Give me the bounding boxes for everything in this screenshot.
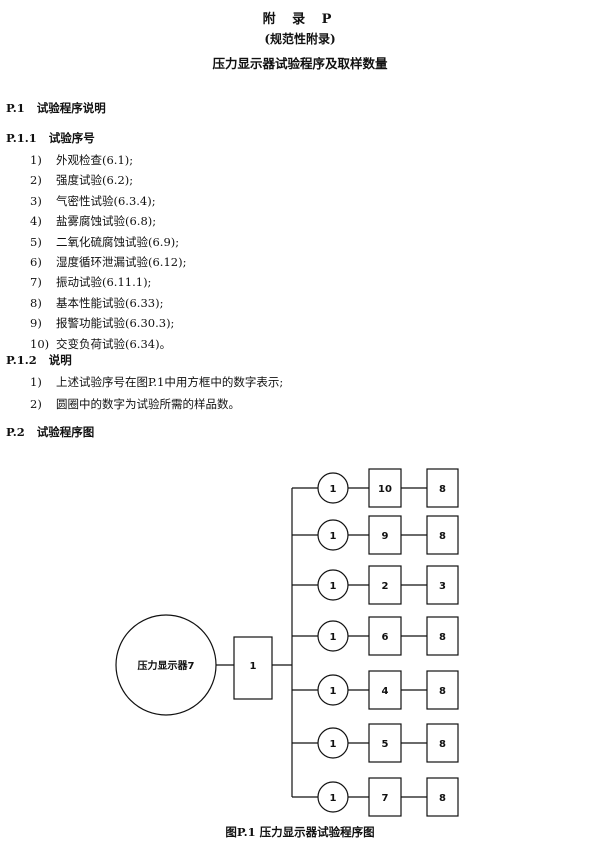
test-number: 7 (382, 793, 389, 804)
branch-row: 1 10 8 (292, 468, 459, 508)
next-test-number: 8 (439, 739, 446, 750)
list-item-number: 3) (30, 193, 42, 208)
source-label: 压力显示器7 (138, 659, 195, 672)
list-item: 2) 强度试验(6.2); (30, 172, 133, 188)
section-title: 试验程序说明 (36, 101, 106, 115)
list-item-number: 2) (30, 173, 42, 188)
list-item-number: 10) (30, 336, 50, 351)
list-item: 6) 湿度循环泄漏试验(6.12); (30, 254, 186, 270)
next-test-box (426, 670, 459, 710)
section-p2-heading: P.2 试验程序图 (6, 424, 94, 440)
test-number: 9 (382, 531, 389, 542)
sample-count: 1 (330, 581, 337, 592)
next-test-number: 8 (439, 793, 446, 804)
next-test-number: 8 (439, 484, 446, 495)
next-test-box (426, 616, 459, 656)
list-item-text: 振动试验(6.11.1); (56, 275, 152, 290)
test-number: 2 (382, 581, 389, 592)
branch-row: 1 4 8 (292, 670, 459, 710)
list-item-number: 5) (30, 234, 42, 249)
section-number: P.1.2 (6, 353, 37, 367)
sample-count: 1 (330, 793, 337, 804)
list-item: 1) 上述试验序号在图P.1中用方框中的数字表示; (30, 374, 283, 390)
next-test-number: 8 (439, 531, 446, 542)
list-item-text: 强度试验(6.2); (56, 173, 134, 188)
branch-row: 1 5 8 (292, 723, 459, 763)
section-number: P.1 (6, 101, 25, 115)
next-test-box (426, 777, 459, 817)
section-p11-heading: P.1.1 试验序号 (6, 130, 95, 146)
list-item: 7) 振动试验(6.11.1); (30, 274, 151, 290)
section-title: 说明 (48, 353, 72, 367)
page-title: 压力显示器试验程序及取样数量 (212, 56, 388, 71)
next-test-number: 8 (439, 632, 446, 643)
sample-count: 1 (330, 484, 337, 495)
section-number: P.2 (6, 425, 25, 439)
section-p1-heading: P.1 试验程序说明 (6, 100, 106, 116)
list-item: 10) 交变负荷试验(6.34)。 (30, 336, 171, 352)
next-test-number: 8 (439, 686, 446, 697)
test-number: 5 (382, 739, 389, 750)
list-item: 5) 二氧化硫腐蚀试验(6.9); (30, 234, 179, 250)
branch-row: 1 2 3 (292, 565, 459, 605)
list-item-text: 外观检查(6.1); (56, 153, 134, 167)
list-item-text: 圆圈中的数字为试验所需的样品数。 (56, 397, 240, 411)
next-test-box (426, 723, 459, 763)
section-number: P.1.1 (6, 131, 37, 145)
figure-caption: 图P.1 压力显示器试验程序图 (225, 825, 375, 839)
section-title: 试验序号 (48, 131, 95, 145)
list-item: 4) 盐雾腐蚀试验(6.8); (30, 213, 156, 229)
list-item-number: 4) (30, 214, 42, 229)
list-item: 9) 报警功能试验(6.30.3); (30, 315, 174, 331)
appendix-label: 附 录 P (262, 12, 338, 27)
sample-count: 1 (330, 686, 337, 697)
list-item-text: 盐雾腐蚀试验(6.8); (56, 214, 157, 229)
list-item-number: 7) (30, 275, 42, 290)
first-test-box (233, 636, 273, 700)
list-item-number: 2) (30, 397, 42, 411)
list-item: 8) 基本性能试验(6.33); (30, 295, 163, 311)
branch-row: 1 6 8 (292, 616, 459, 656)
list-item-number: 6) (30, 255, 42, 269)
test-number: 4 (382, 686, 389, 697)
list-item: 2) 圆圈中的数字为试验所需的样品数。 (30, 396, 240, 412)
test-number: 10 (378, 484, 392, 495)
list-item-text: 基本性能试验(6.33); (56, 295, 164, 310)
branch-row: 1 7 8 (292, 777, 459, 817)
test-number: 6 (382, 632, 389, 643)
list-item-number: 8) (30, 295, 42, 310)
list-item-text: 报警功能试验(6.30.3); (56, 316, 175, 331)
next-test-box (426, 515, 459, 555)
list-item-number: 9) (30, 316, 42, 331)
list-item: 1) 外观检查(6.1); (30, 152, 133, 168)
next-test-box (426, 468, 459, 508)
first-test-label: 1 (250, 661, 257, 672)
sample-count: 1 (330, 531, 337, 542)
section-title: 试验程序图 (36, 425, 95, 439)
list-item-text: 气密性试验(6.3.4); (56, 193, 156, 208)
list-item-text: 湿度循环泄漏试验(6.12); (56, 255, 187, 269)
list-item: 3) 气密性试验(6.3.4); (30, 193, 156, 209)
section-p12-heading: P.1.2 说明 (6, 352, 72, 368)
list-item-text: 上述试验序号在图P.1中用方框中的数字表示; (56, 375, 284, 389)
appendix-type: (规范性附录) (264, 32, 336, 46)
list-item-number: 1) (30, 375, 42, 389)
next-test-box (426, 565, 459, 605)
branch-row: 1 9 8 (292, 515, 459, 555)
sample-count: 1 (330, 632, 337, 643)
sample-count: 1 (330, 739, 337, 750)
list-item-number: 1) (30, 153, 42, 167)
next-test-number: 3 (439, 581, 446, 592)
list-item-text: 交变负荷试验(6.34)。 (56, 336, 172, 351)
list-item-text: 二氧化硫腐蚀试验(6.9); (56, 234, 180, 249)
